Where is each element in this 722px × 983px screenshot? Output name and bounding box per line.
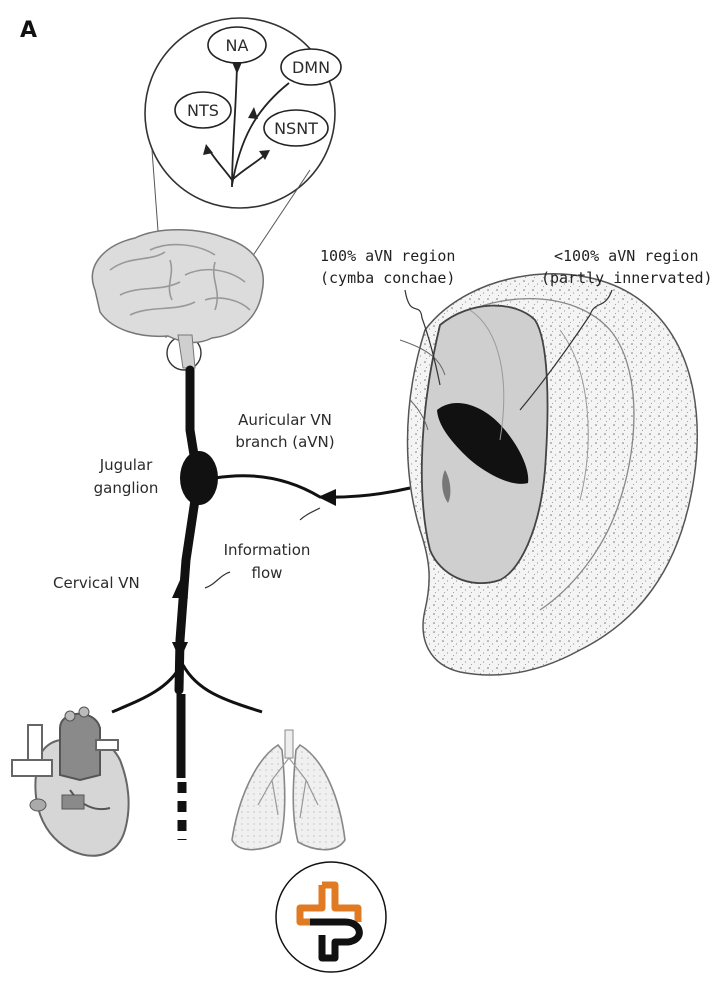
jugular-label-line2: ganglion [86, 478, 166, 499]
dmn-label: DMN [280, 57, 342, 78]
info-flow-label-line1: Information [208, 540, 326, 561]
heart-icon [12, 707, 129, 856]
partial-region-label-line1: <100% aVN region [554, 246, 699, 267]
info-flow-label-line2: flow [208, 563, 326, 584]
plus-logo-icon [276, 862, 386, 972]
auricular-arrow [318, 489, 336, 506]
lungs-icon [232, 730, 345, 850]
partial-region-label-line2: (partly innervated) [541, 268, 713, 289]
descending-arrow [172, 642, 188, 660]
brain-icon [92, 230, 263, 368]
cervical-vn-label: Cervical VN [53, 573, 140, 594]
nsnt-label: NSNT [264, 118, 328, 139]
full-region-label-line1: 100% aVN region [320, 246, 455, 267]
jugular-ganglion-node [180, 451, 218, 505]
panel-label: A [20, 18, 37, 43]
auricular-label-line2: branch (aVN) [220, 432, 350, 453]
jugular-label-line1: Jugular [86, 455, 166, 476]
auricular-label-line1: Auricular VN [220, 410, 350, 431]
full-region-label-line2: (cymba conchae) [320, 268, 455, 289]
na-label: NA [208, 35, 266, 56]
nts-label: NTS [175, 100, 231, 121]
ear-icon [400, 274, 697, 675]
